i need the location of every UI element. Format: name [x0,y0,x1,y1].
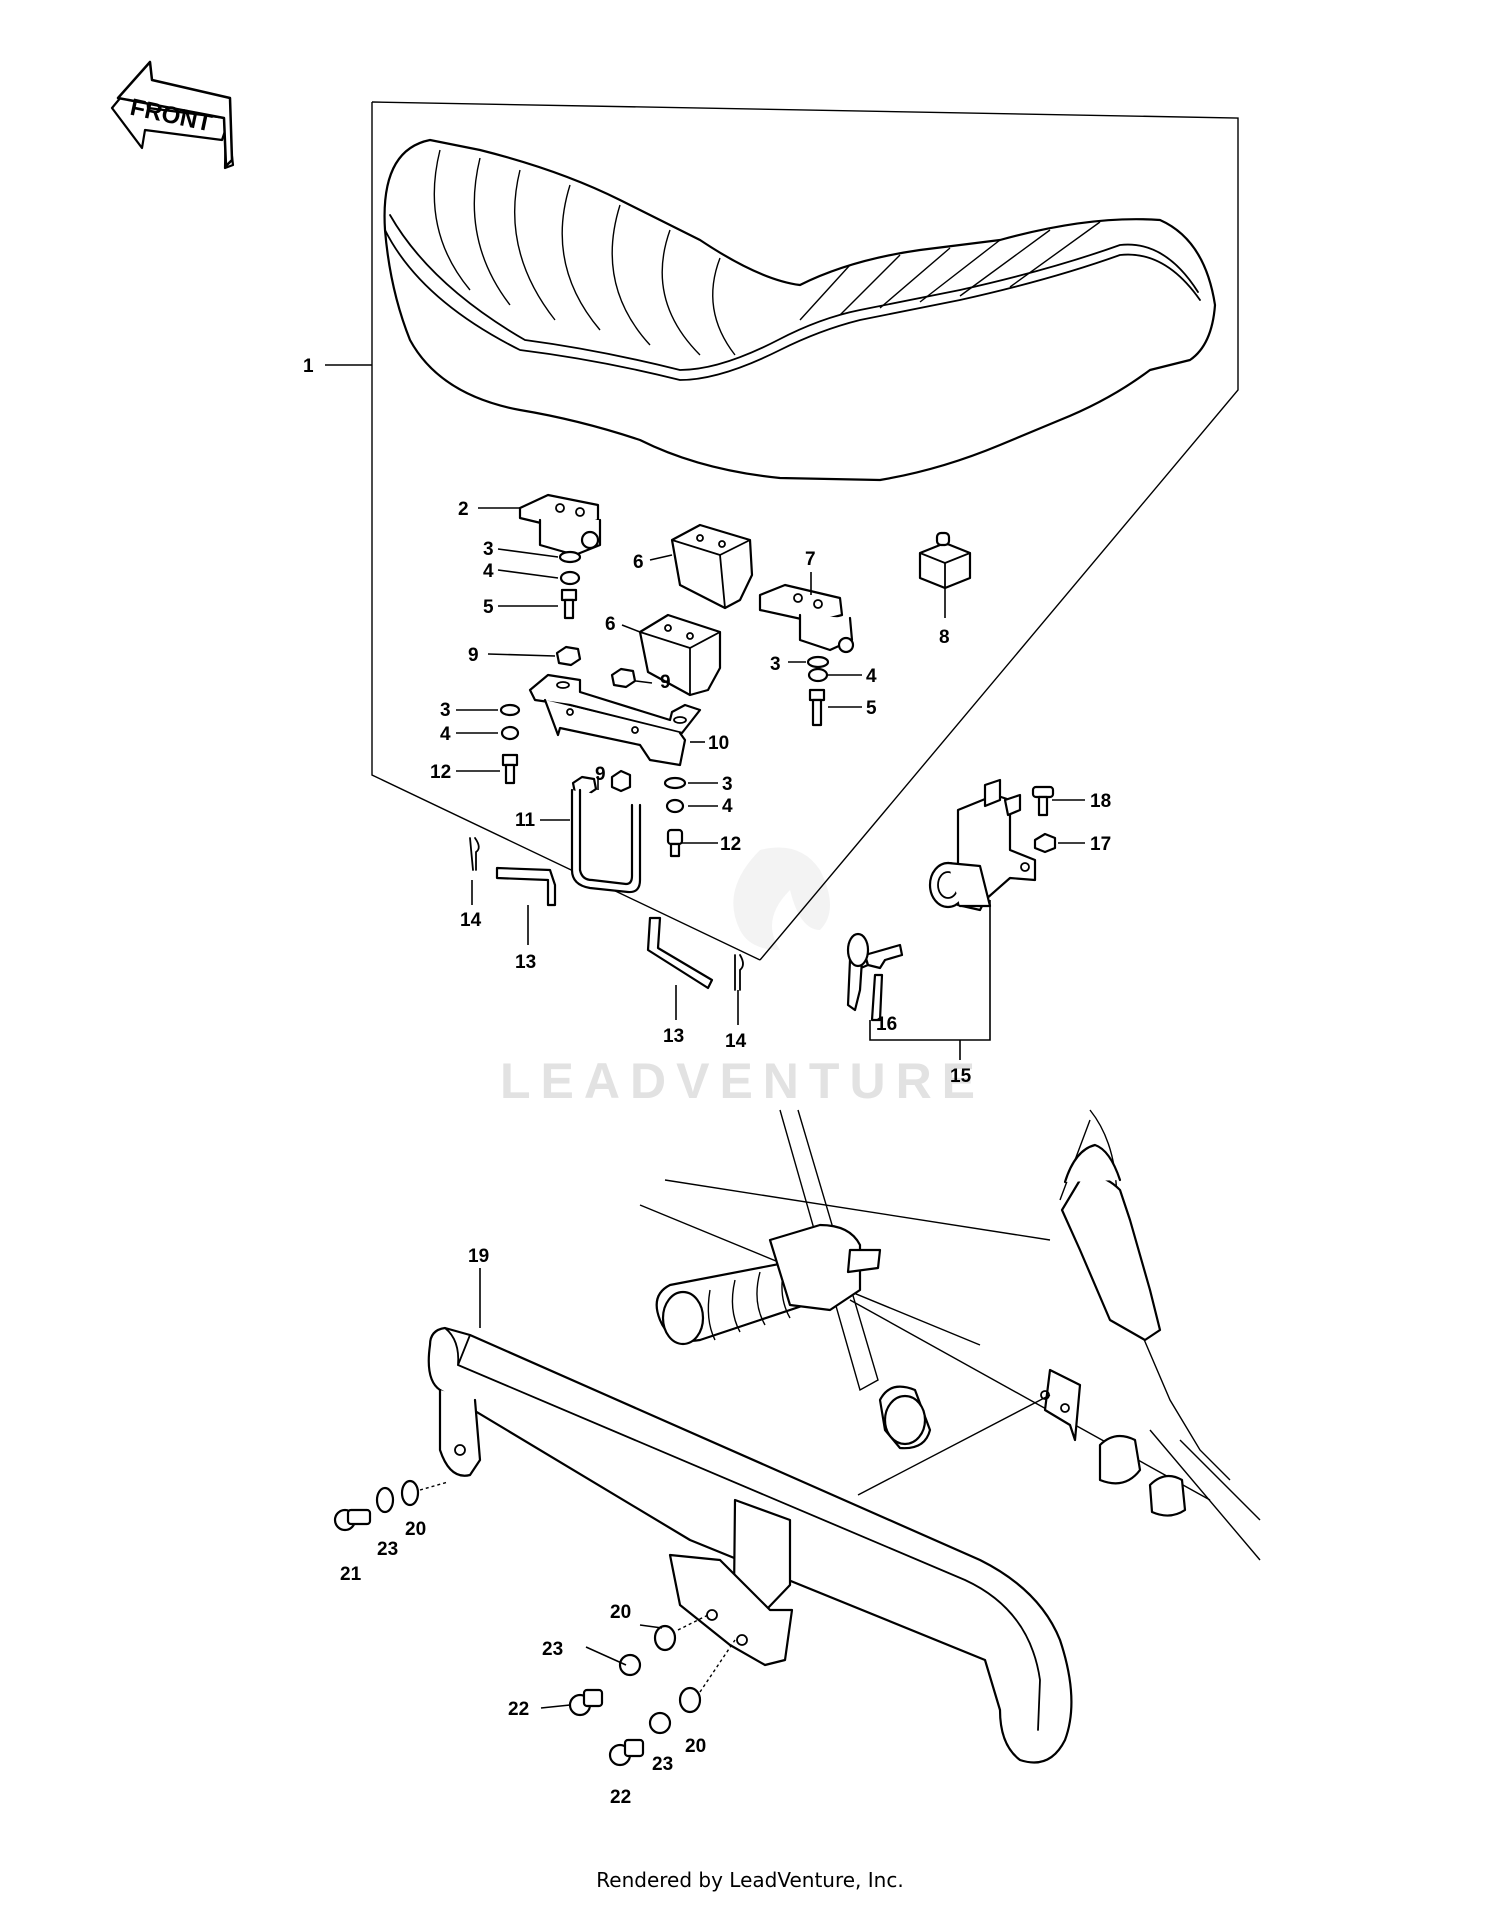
part-4-washer-c [500,725,520,741]
part-3-washer-b [806,655,830,669]
callout-13: 13 [515,952,536,973]
callout-6: 6 [633,552,644,573]
part-8-rubber [918,531,972,590]
part-11-u-bolt [570,788,642,894]
callout-20: 20 [610,1602,631,1623]
callout-3: 3 [483,539,494,560]
part-4-washer-b [807,667,829,683]
part-23-washer-a [375,1486,395,1514]
callout-6: 6 [605,614,616,635]
part-9-nut-b [610,667,637,689]
callout-10: 10 [708,733,729,754]
part-13-pin-b [646,916,714,990]
part-7-hinge-bracket [758,583,855,654]
watermark-text: LEADVENTURE [500,1053,985,1109]
callout-14: 14 [725,1031,747,1052]
leader-lines [325,364,1085,1709]
callout-7: 7 [805,549,816,570]
part-23-washer-b [618,1653,642,1677]
part-12-bolt-a [501,753,519,785]
callout-12: 12 [430,762,451,783]
part-22-bolt-b [608,1738,645,1767]
part-19-grab-bar [427,1326,1082,1764]
callout-3: 3 [440,700,451,721]
front-arrow-icon: FRONT [110,60,235,170]
part-6-rubber-b [638,613,722,697]
callout-5: 5 [483,597,494,618]
bolt-dashed-guides [419,1481,736,1693]
part-10-plate [528,673,702,767]
seat-illustration [383,138,1217,482]
part-4-washer-a [559,570,581,586]
callout-13: 13 [663,1026,684,1047]
part-5-bolt-b [808,688,826,727]
callout-18: 18 [1090,791,1111,812]
watermark-logo-icon [733,847,830,950]
part-14-clip-a [469,837,480,871]
callout-12: 12 [720,834,741,855]
callout-1: 1 [303,356,314,377]
callout-20: 20 [685,1736,706,1757]
callout-4: 4 [440,724,451,745]
part-23-washer-c [648,1711,672,1735]
callout-23: 23 [542,1639,563,1660]
part-18-screw [1031,785,1055,817]
part-3-washer-d [663,776,687,790]
callout-9: 9 [468,645,479,666]
part-12-bolt-b [666,828,684,858]
part-17-nut [1033,832,1057,854]
part-16-keys [846,932,904,1022]
part-21-bolt [333,1508,372,1532]
part-9-nut-a [555,645,582,667]
callout-9: 9 [660,672,671,693]
part-4-washer-d [665,798,685,814]
callout-3: 3 [770,654,781,675]
footpeg-illustration [655,1223,932,1450]
callout-20: 20 [405,1519,426,1540]
callout-4: 4 [722,796,733,817]
callout-8: 8 [939,627,950,648]
part-20-washer-a [400,1479,420,1507]
seat-frame-lines [371,101,1239,961]
callout-14: 14 [460,910,482,931]
part-2-hinge-bracket [518,493,602,557]
callout-2: 2 [458,499,469,520]
callout-23: 23 [652,1754,673,1775]
part-3-washer-a [558,550,582,564]
callout-9: 9 [595,764,606,785]
part-5-bolt-a [560,588,578,620]
callout-17: 17 [1090,834,1111,855]
callout-4: 4 [866,666,877,687]
callout-3: 3 [722,774,733,795]
part-22-bolt-a [568,1688,604,1717]
part-15-seat-lock [928,778,1037,912]
callout-5: 5 [866,698,877,719]
callout-11: 11 [515,810,536,831]
part-20-washer-c [678,1686,702,1714]
callout-4: 4 [483,561,494,582]
callout-22: 22 [610,1787,631,1808]
part-6-rubber-a [670,523,754,610]
part-20-washer-b [653,1624,677,1652]
callout-labels: 1 2 3 4 5 6 6 7 8 9 9 3 4 5 3 4 10 12 9 … [303,356,1111,1808]
part-14-clip-b [734,954,744,991]
footer-credit: Rendered by LeadVenture, Inc. [596,1868,904,1892]
callout-16: 16 [876,1014,897,1035]
part-13-pin-a [495,866,557,907]
part-3-washer-c [499,703,521,717]
callout-19: 19 [468,1246,489,1267]
callout-21: 21 [340,1564,362,1585]
callout-15: 15 [950,1066,972,1087]
callout-22: 22 [508,1699,529,1720]
callout-23: 23 [377,1539,398,1560]
